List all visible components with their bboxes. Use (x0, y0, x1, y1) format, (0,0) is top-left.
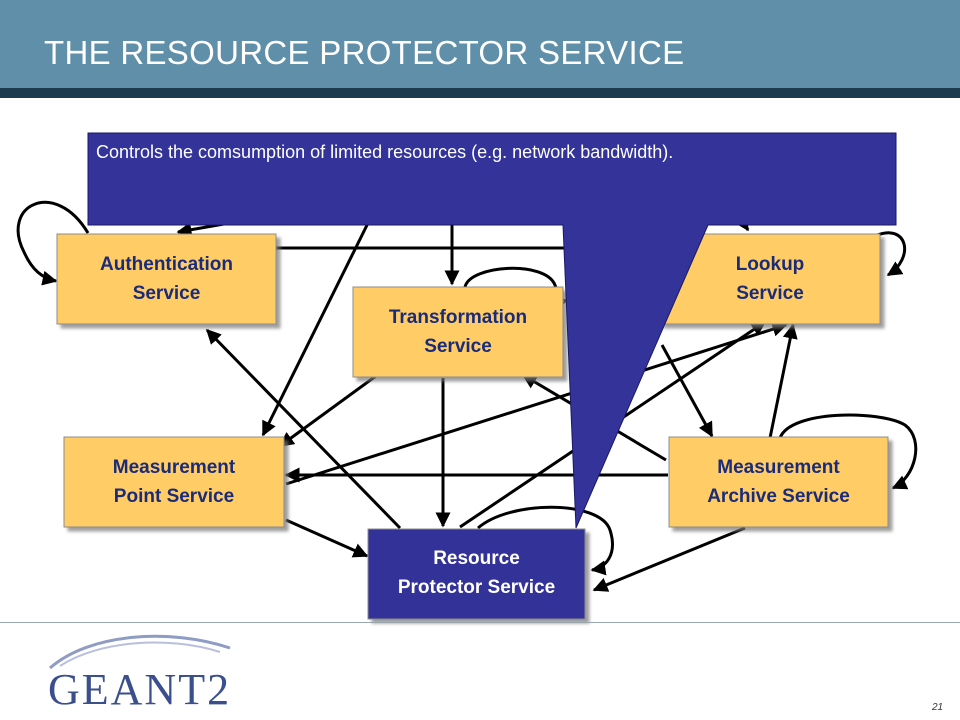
node-transformation-service (352, 286, 564, 378)
label-authentication-service: Authentication Service (100, 254, 233, 304)
slide-title: THE RESOURCE PROTECTOR SERVICE (44, 34, 685, 71)
arrow-auth-self-loop (16, 201, 90, 286)
callout-shape (87, 132, 897, 529)
arrow-mp-to-lookup (285, 321, 788, 486)
arrow-ma-to-rp (592, 526, 746, 592)
arrow-rp-self-loop (477, 505, 614, 576)
node-authentication-service (56, 233, 277, 325)
arrow-transformation-to-mp (278, 374, 377, 448)
label-measurement-archive-service: Measurement Archive Service (707, 457, 850, 507)
node-resource-protector-service (367, 528, 586, 620)
label-transformation-service: Transformation Service (388, 307, 528, 357)
header-rule (0, 88, 960, 98)
page-number: 21 (932, 702, 944, 713)
logo-text: GEANT2 (48, 665, 231, 713)
arrow-ma-self-loop (778, 413, 918, 490)
geant2-logo: GEANT2 (48, 634, 231, 713)
callout-text: Controls the comsumption of limited reso… (96, 142, 674, 162)
node-measurement-point-service (63, 436, 285, 528)
label-lookup-service: Lookup Service (735, 254, 805, 304)
footer-rule (0, 622, 960, 623)
header-bar (0, 0, 960, 88)
arrow-lookup-self-loop (874, 231, 906, 277)
arrow-callout-to-measurement-point (261, 214, 374, 437)
arrow-mp-to-rp (285, 518, 369, 558)
arrow-ma-to-lookup (768, 323, 798, 439)
label-measurement-point-service: Measurement Point Service (112, 457, 236, 507)
label-resource-protector-service: Resource Protector Service (397, 548, 556, 598)
node-measurement-archive-service (668, 436, 889, 528)
arrow-lookup-to-ma (660, 344, 714, 438)
